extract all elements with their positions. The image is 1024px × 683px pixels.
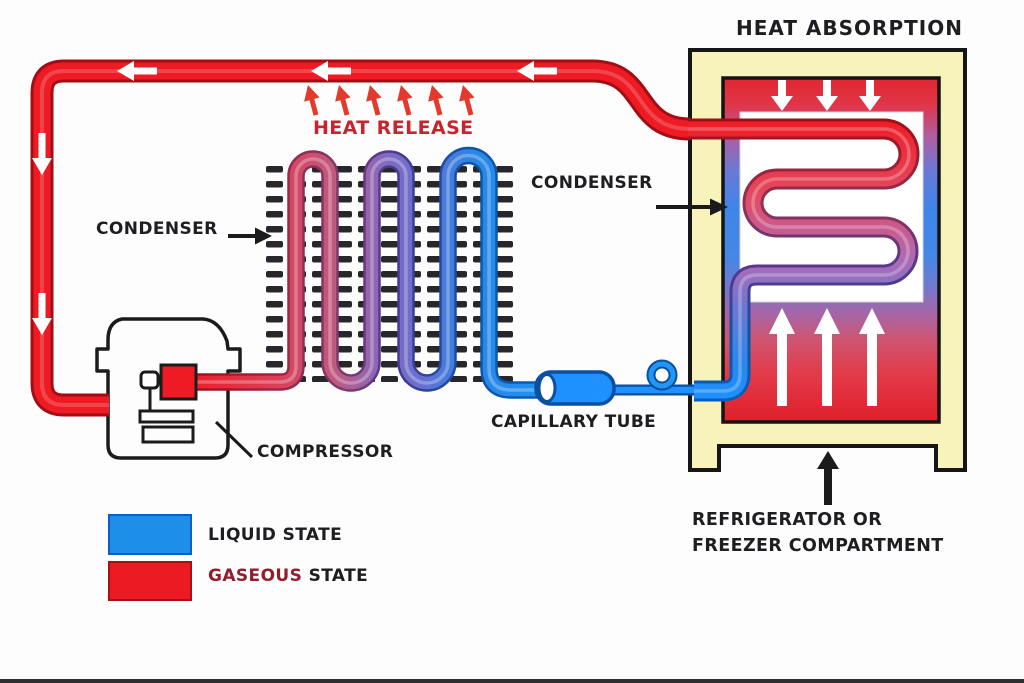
hot-gas-pipe: [30, 59, 691, 417]
refrigerator-label-line1: REFRIGERATOR OR: [692, 510, 883, 530]
flow-arrow-down-1: [32, 133, 52, 175]
flow-arrows: [32, 61, 557, 335]
heat-release-arrows: [304, 85, 475, 116]
heat-release-label: HEAT RELEASE: [313, 117, 474, 139]
evaporator-coil: [688, 118, 920, 402]
flow-arrow-left-1: [117, 61, 157, 81]
legend-liquid-label: LIQUID STATE: [208, 525, 343, 545]
legend-liquid-swatch: [108, 514, 192, 555]
condenser-left-label: CONDENSER: [96, 219, 218, 239]
condenser-right-label: CONDENSER: [531, 173, 653, 193]
compressor-label: COMPRESSOR: [257, 442, 394, 462]
heat-out-arrows: [769, 308, 885, 406]
legend-gaseous-label: GASEOUS STATE: [208, 566, 368, 586]
legend-gaseous-swatch: [108, 561, 192, 601]
legend-state-word: STATE: [302, 566, 369, 586]
compressor-pointer-line: [214, 420, 254, 459]
compressor-motor-block: [159, 363, 198, 401]
freezer-compartment: [688, 48, 967, 472]
flow-arrow-left-2: [311, 61, 351, 81]
flow-arrow-left-3: [517, 61, 557, 81]
filter-dryer: [534, 370, 616, 406]
capillary-tube-label: CAPILLARY TUBE: [491, 412, 657, 432]
flow-arrow-down-2: [32, 293, 52, 335]
pointer-arrows: [214, 198, 839, 505]
condenser-fins: [266, 166, 513, 382]
heat-in-arrows: [771, 80, 881, 111]
heat-absorption-label: HEAT ABSORPTION: [736, 16, 963, 40]
condenser-coil: [182, 146, 547, 399]
compressor-internals: [138, 363, 198, 444]
capillary-tube-graphic: [600, 359, 702, 396]
legend-gaseous-word: GASEOUS: [208, 566, 303, 586]
refrigerator-label-line2: FREEZER COMPARTMENT: [692, 536, 944, 556]
bottom-letterbox-bar: [0, 679, 1024, 683]
compartment-up-arrow: [817, 451, 839, 505]
